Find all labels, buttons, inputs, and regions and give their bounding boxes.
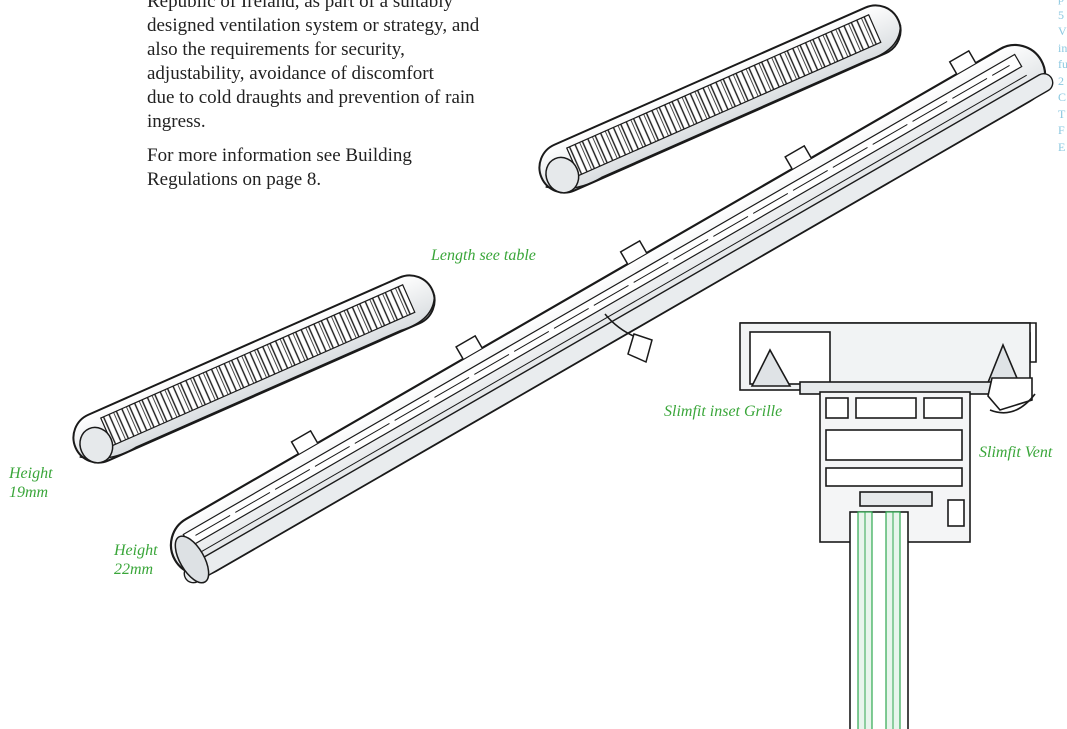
body-line: designed ventilation system or strategy,… [147, 15, 480, 36]
side-column-text: p 5 V in fu 2 C T F E [1058, 0, 1067, 155]
side-text-line: 2 [1058, 73, 1064, 88]
side-text-line: p [1058, 0, 1067, 7]
side-text-line: F [1058, 123, 1065, 137]
body-line: ingress. [147, 111, 206, 132]
vent-caption: Slimfit Vent [979, 443, 1052, 462]
body-line: also the requirements for security, [147, 39, 405, 60]
frame-cross-section [739, 322, 1037, 543]
grille-left [72, 274, 436, 464]
info-line: Regulations on page 8. [147, 169, 322, 190]
side-text-line: E [1058, 139, 1066, 154]
info-paragraph: For more information see Building Regula… [147, 144, 567, 192]
grille-caption: Slimfit inset Grille [664, 402, 782, 421]
height-19-label: Height [9, 465, 53, 482]
height-22-caption: Height 22mm [114, 541, 158, 579]
grille-caption-text: Slimfit inset Grille [664, 403, 783, 420]
length-caption: Length see table [431, 246, 536, 265]
body-line: Republic of Ireland, as part of a suitab… [147, 0, 454, 12]
height-19-value: 19mm [9, 484, 49, 501]
side-text-line: fu [1058, 57, 1067, 71]
body-line: due to cold draughts and prevention of r… [147, 87, 475, 108]
direction-arrow [604, 313, 653, 364]
side-text-line: in [1058, 40, 1067, 55]
body-text: Republic of Ireland, as part of a suitab… [147, 0, 567, 202]
side-text-line: V [1058, 24, 1067, 38]
slimfit-vent-long [169, 43, 1054, 584]
vent-caption-text: Slimfit Vent [979, 444, 1053, 461]
body-paragraph: Republic of Ireland, as part of a suitab… [147, 0, 567, 134]
length-caption-text: Length see table [431, 247, 536, 264]
height-19-caption: Height 19mm [9, 464, 53, 502]
height-22-value: 22mm [114, 561, 154, 578]
glazing [849, 511, 909, 729]
info-line: For more information see Building [147, 145, 412, 166]
side-text-line: C [1058, 90, 1067, 104]
height-22-label: Height [114, 542, 158, 559]
side-text-line: T [1058, 106, 1066, 121]
grille-upper [538, 4, 902, 194]
side-text-line: 5 [1058, 7, 1064, 22]
body-line: adjustability, avoidance of discomfort [147, 63, 434, 84]
